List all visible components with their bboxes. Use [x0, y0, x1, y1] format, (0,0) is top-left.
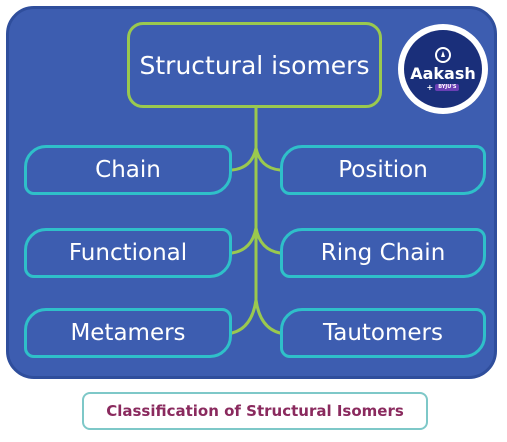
connector-ring-chain: [254, 226, 282, 255]
node-label: Tautomers: [323, 320, 443, 346]
root-node: Structural isomers: [127, 22, 382, 108]
logo-badge: Aakash + BYJU'S: [404, 30, 482, 108]
caption-text: Classification of Structural Isomers: [106, 402, 404, 420]
connector-chain: [230, 146, 258, 172]
connector-tautomers: [254, 298, 282, 335]
connector-functional: [230, 226, 258, 255]
emblem-icon: [435, 46, 451, 63]
logo-wordmark: Aakash: [410, 63, 476, 83]
node-ring-chain: Ring Chain: [280, 228, 486, 278]
node-tautomers: Tautomers: [280, 308, 486, 358]
node-position: Position: [280, 145, 486, 195]
node-chain: Chain: [24, 145, 232, 195]
connector-position: [254, 146, 282, 172]
node-label: Position: [338, 157, 428, 183]
brand-logo: Aakash + BYJU'S: [398, 24, 488, 114]
node-functional: Functional: [24, 228, 232, 278]
figure-caption: Classification of Structural Isomers: [82, 392, 428, 430]
logo-plus: +: [426, 82, 434, 92]
node-label: Metamers: [70, 320, 186, 346]
root-label: Structural isomers: [139, 50, 370, 80]
node-label: Functional: [68, 240, 188, 266]
node-metamers: Metamers: [24, 308, 232, 358]
node-label: Chain: [95, 157, 161, 183]
logo-tag: BYJU'S: [435, 84, 460, 91]
logo-subline: + BYJU'S: [426, 82, 460, 92]
node-label: Ring Chain: [320, 240, 446, 266]
connector-metamers: [230, 298, 258, 335]
